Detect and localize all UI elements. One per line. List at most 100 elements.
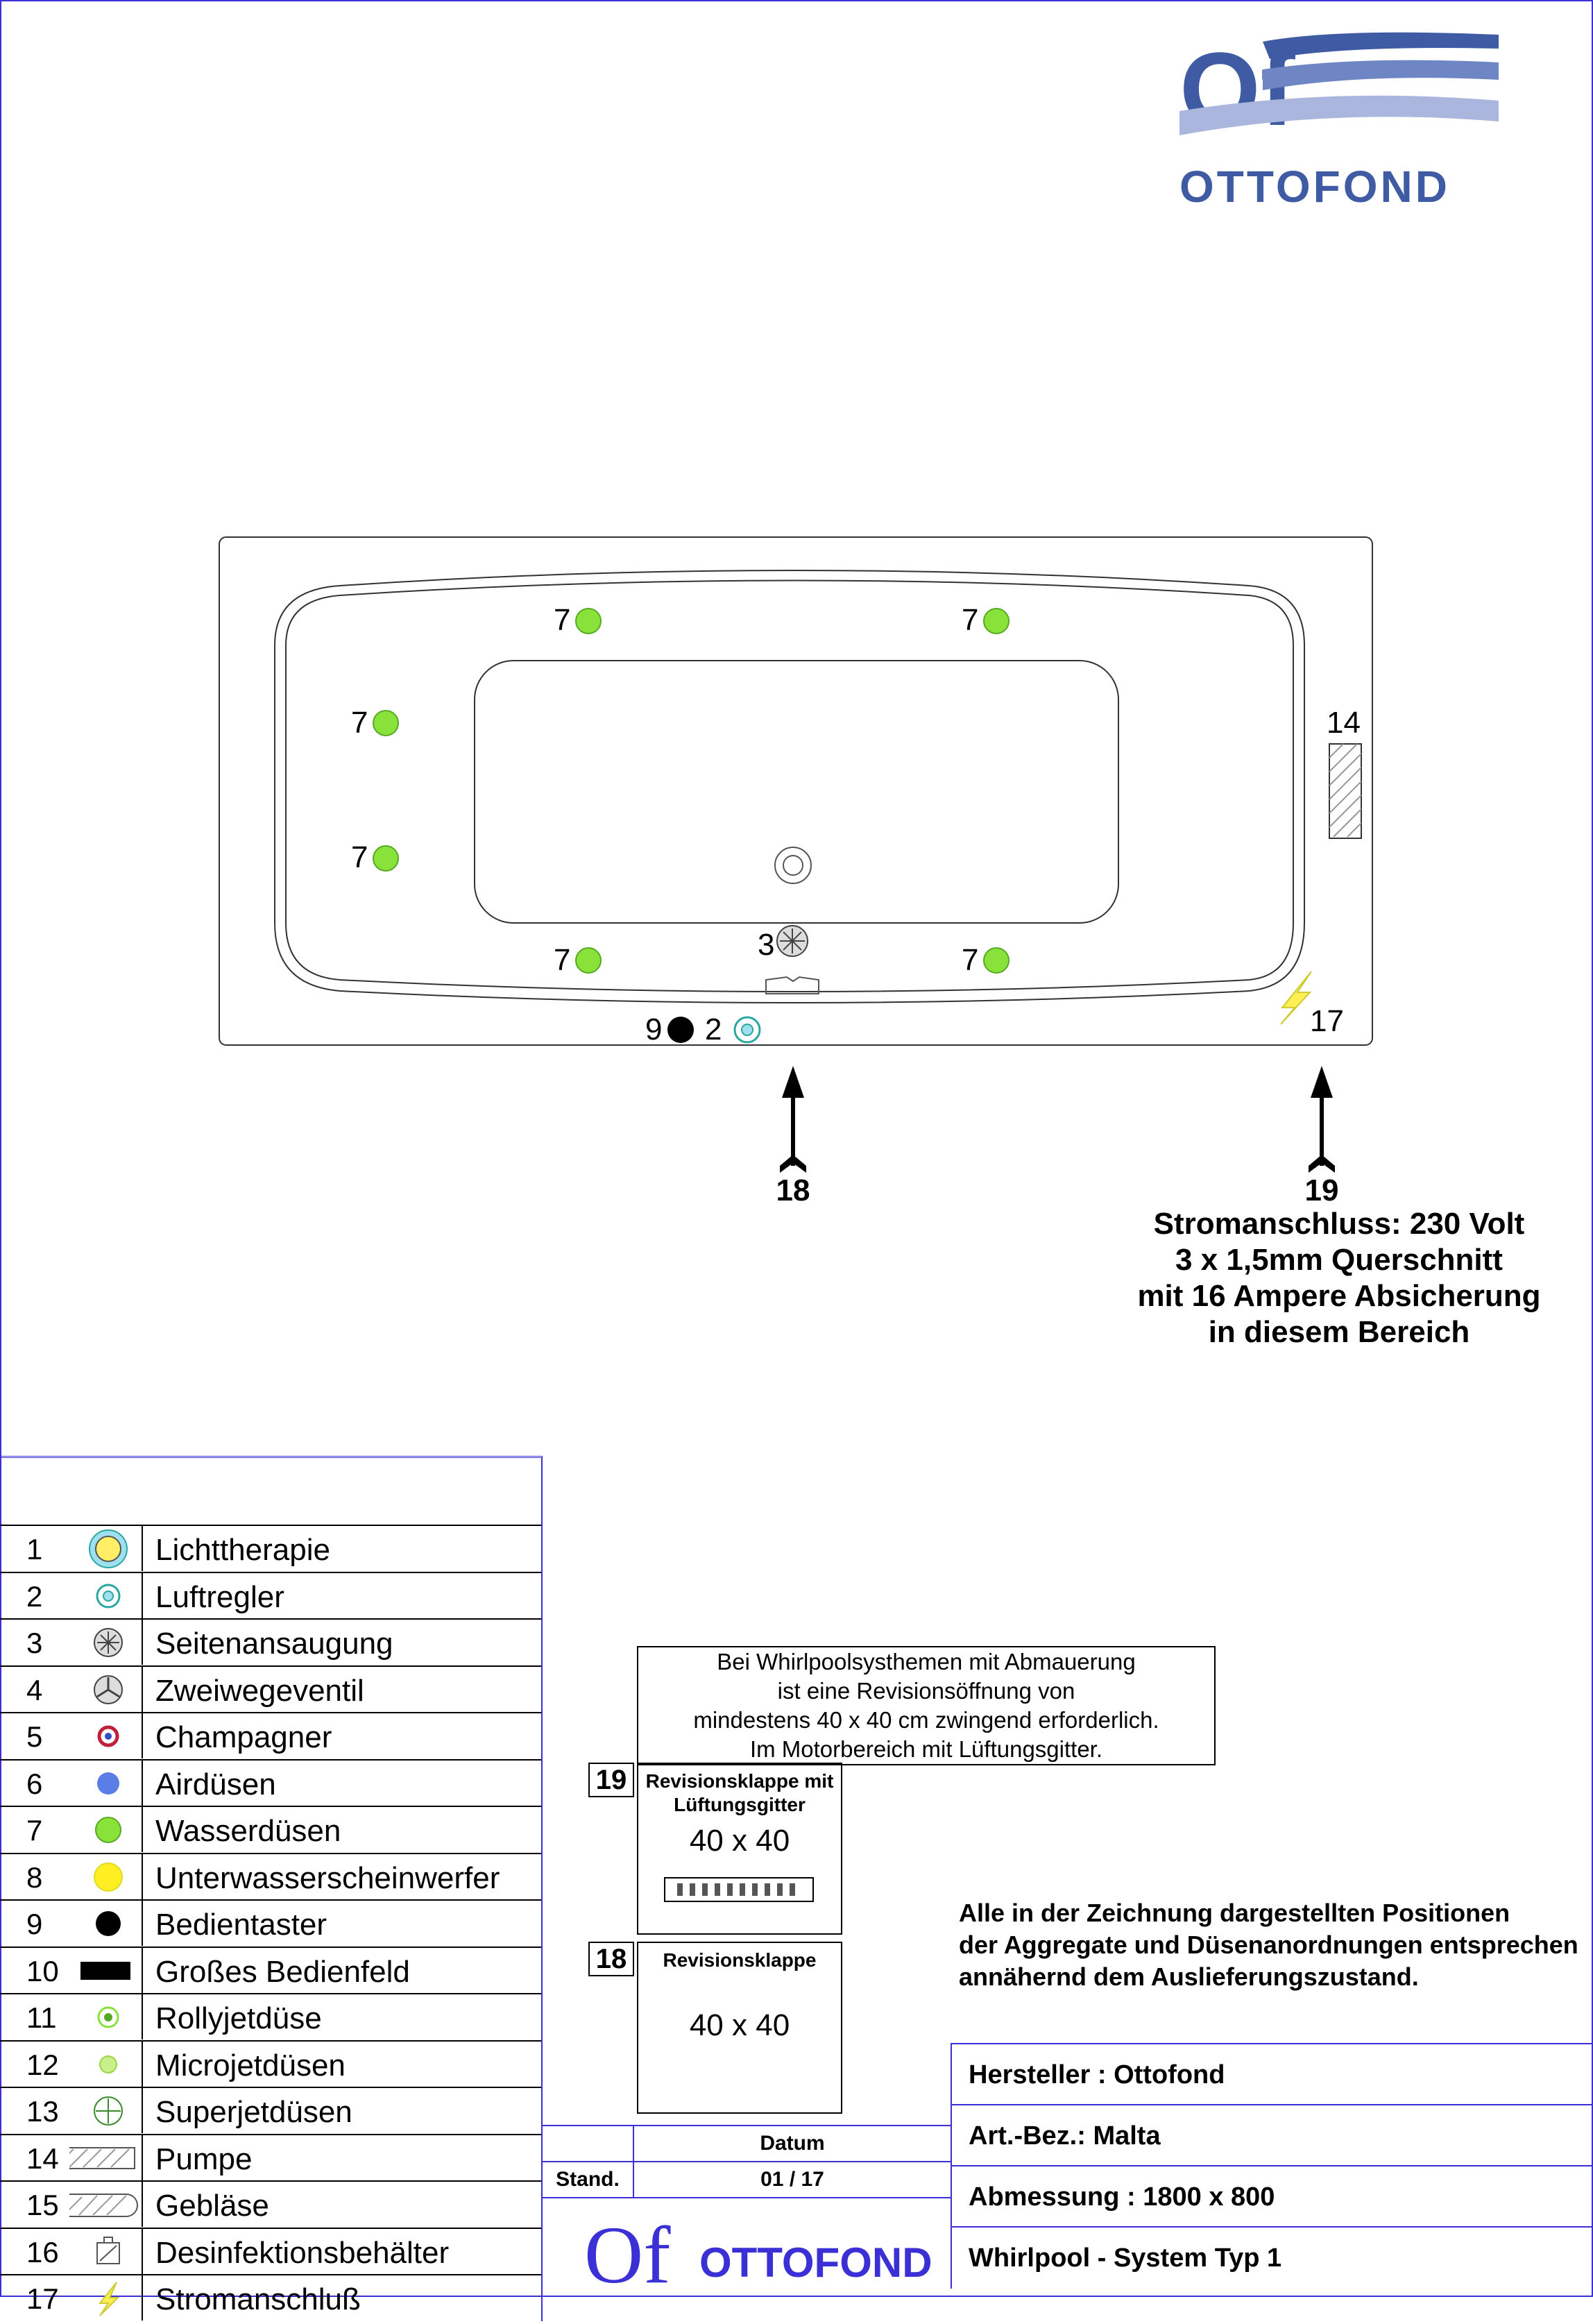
legend-row: 12 Microjetdüsen [0, 2041, 541, 2088]
title-block: Hersteller : Ottofond Art.-Bez.: Malta A… [951, 2043, 1592, 2289]
legend-number: 7 [26, 1814, 43, 1847]
jet-label: 7 [962, 603, 979, 637]
rev19-size: 40 x 40 [689, 1824, 790, 1858]
air-regulator-label: 2 [705, 1012, 722, 1046]
champagne-icon [69, 1713, 143, 1758]
legend-label: Luftregler [155, 1579, 284, 1614]
revision-value-row: Stand. 01 / 17 [543, 2162, 951, 2198]
jet-label: 7 [554, 603, 571, 637]
legend-number: 2 [26, 1579, 43, 1613]
legend-label: Zweiwegeventil [155, 1673, 364, 1708]
power-note-line: Stromanschluss: 230 Volt [1153, 1207, 1525, 1241]
remark: Alle in der Zeichnung dargestellten Posi… [959, 1897, 1578, 1993]
power-label: 17 [1310, 1004, 1344, 1038]
arrow-18-label: 18 [776, 1173, 810, 1207]
jet-label: 7 [962, 943, 979, 977]
legend-label: Desinfektionsbehälter [155, 2235, 450, 2270]
legend-label: Gebläse [155, 2189, 269, 2223]
footer-logo-brand: OTTOFOND [699, 2239, 932, 2286]
revision-header-row: Datum [543, 2126, 951, 2162]
control-button-icon [69, 1901, 143, 1946]
revision-note: Bei Whirlpoolsysthemen mit Abmauerung is… [637, 1646, 1216, 1765]
legend-label: Microjetdüsen [155, 2048, 346, 2083]
legend-label: Champagner [155, 1720, 332, 1754]
legend-number: 10 [26, 1954, 59, 1987]
button-label: 9 [645, 1012, 663, 1046]
legend-label: Superjetdüsen [155, 2095, 352, 2129]
legend-number: 8 [26, 1860, 43, 1894]
stand-value: 01 / 17 [760, 2168, 824, 2191]
legend-row: 8 Unterwasserscheinwerfer [0, 1854, 541, 1901]
remark-line: annähernd dem Auslieferungszustand. [959, 1962, 1419, 1991]
legend-label: Bedientaster [155, 1908, 327, 1942]
legend-label: Pumpe [155, 2141, 253, 2176]
legend-label: Unterwasserscheinwerfer [155, 1860, 500, 1895]
remark-line: Alle in der Zeichnung dargestellten Posi… [959, 1899, 1510, 1927]
rev18-box: Revisionsklappe 40 x 40 [637, 1942, 842, 2114]
air-regulator-icon [69, 1572, 143, 1618]
light-therapy-icon [69, 1526, 143, 1571]
legend-number: 12 [26, 2048, 59, 2081]
manufacturer: Hersteller : Ottofond [952, 2044, 1592, 2105]
air-jet-icon [69, 1760, 143, 1806]
power-note: Stromanschluss: 230 Volt 3 x 1,5mm Quers… [1110, 1206, 1568, 1350]
legend-row: 15 Gebläse [0, 2182, 541, 2229]
footer-logo-mark: Of [584, 2210, 671, 2300]
suction-label: 3 [758, 928, 775, 962]
legend-label: Rollyjetdüse [155, 2001, 322, 2035]
legend-row: 4 Zweiwegeventil [0, 1666, 541, 1713]
revision-empty-cell [543, 2126, 634, 2161]
legend-label: Wasserdüsen [155, 1814, 341, 1848]
power-note-line: 3 x 1,5mm Querschnitt [1175, 1243, 1503, 1277]
jet-label: 7 [554, 943, 571, 977]
arrow-19-label: 19 [1304, 1173, 1339, 1207]
note-line: Bei Whirlpoolsysthemen mit Abmauerung [717, 1649, 1136, 1674]
rollyjet-icon [69, 1994, 143, 2039]
legend-header [0, 1458, 541, 1526]
stand-label: Stand. [543, 2162, 634, 2197]
power-note-line: in diesem Bereich [1208, 1315, 1470, 1349]
revision-table: Datum Stand. 01 / 17 [543, 2125, 951, 2198]
jet-label: 7 [351, 706, 368, 740]
microjet-icon [69, 2041, 143, 2087]
legend-number: 4 [26, 1673, 43, 1706]
legend-row: 6 Airdüsen [0, 1760, 541, 1807]
ottofond-logo: Of [1179, 31, 1499, 147]
logo-brand: OTTOFOND [1179, 162, 1450, 212]
note-line: ist eine Revisionsöffnung von [777, 1678, 1075, 1704]
rev19-box: Revisionsklappe mit Lüftungsgitter 40 x … [637, 1763, 842, 1935]
legend-label: Seitenansaugung [155, 1627, 393, 1661]
legend-row: 10 Großes Bedienfeld [0, 1947, 541, 1994]
article-name: Art.-Bez.: Malta [952, 2105, 1592, 2166]
rev18-size: 40 x 40 [689, 2008, 790, 2042]
rev18-title: Revisionsklappe [663, 1949, 817, 1971]
pump-icon [53, 2135, 143, 2180]
legend-label: Stromanschluß [155, 2282, 361, 2316]
water-jet-icon [69, 1807, 143, 1852]
legend-label: Lichttherapie [155, 1533, 330, 1567]
legend-label: Großes Bedienfeld [155, 1954, 410, 1989]
legend-label: Airdüsen [155, 1767, 276, 1801]
pump-label: 14 [1327, 706, 1361, 740]
datum-label: Datum [760, 2132, 825, 2155]
side-suction-icon [69, 1620, 143, 1665]
system-type: Whirlpool - System Typ 1 [969, 2244, 1282, 2273]
legend-number: 6 [26, 1767, 43, 1800]
legend-number: 15 [26, 2189, 59, 2221]
rev19-number: 19 [588, 1763, 634, 1797]
rev19-title: Revisionsklappe mit Lüftungsgitter [645, 1770, 834, 1815]
underwater-light-icon [69, 1854, 143, 1899]
control-panel-icon [69, 1947, 143, 1993]
two-way-valve-icon [69, 1666, 143, 1712]
disinfection-container-icon [69, 2228, 143, 2274]
bathtub-drawing [219, 536, 1373, 1173]
ventilation-grid [664, 1877, 814, 1902]
